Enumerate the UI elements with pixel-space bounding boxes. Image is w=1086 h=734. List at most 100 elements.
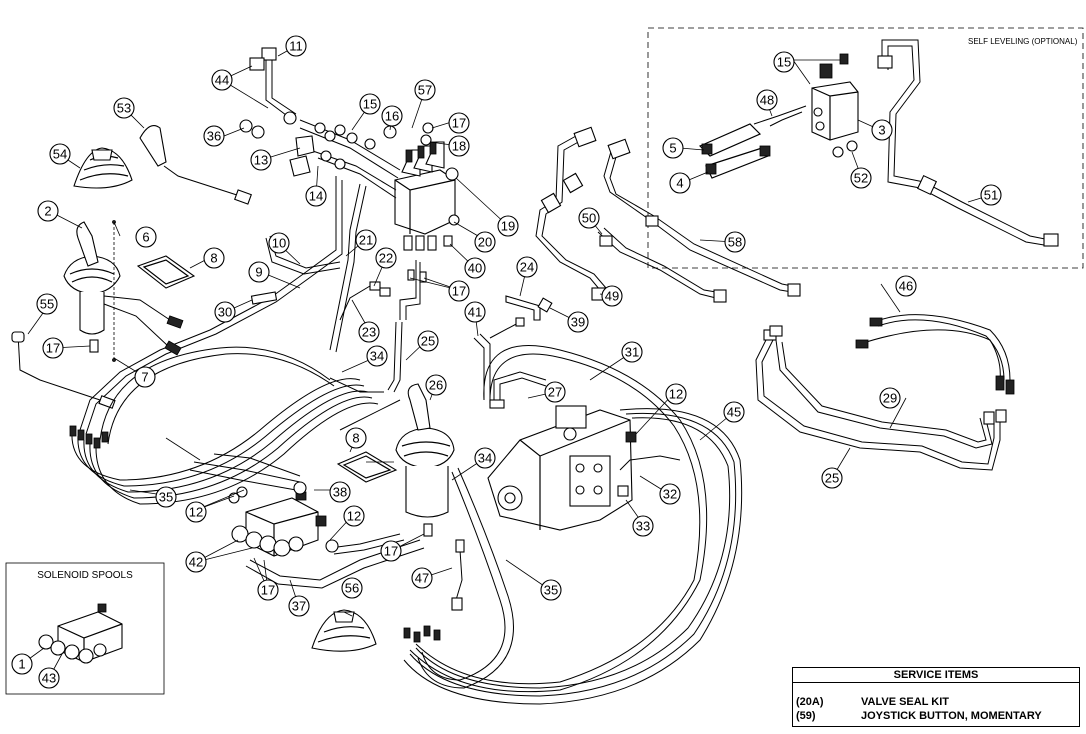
svg-text:2: 2 [44,204,51,219]
callout: 12 [665,383,687,405]
callout: 45 [723,401,745,423]
svg-text:24: 24 [520,260,534,275]
callout: 55 [36,293,58,315]
svg-text:39: 39 [571,315,585,330]
center-joystick [395,383,455,537]
callout: 51 [980,184,1002,206]
callout: 49 [601,285,623,307]
svg-text:43: 43 [42,671,56,686]
callout: 54 [49,143,71,165]
svg-text:29: 29 [883,391,897,406]
callout: 40 [464,257,486,279]
svg-text:30: 30 [218,305,232,320]
callout: 7 [134,366,156,388]
callout-balloons: 1 2 3 4 5 6 7 8 8 9 10 11 12 12 12 12 13… [11,35,1002,689]
callout: 52 [850,167,872,189]
callout: 42 [185,551,207,573]
callout: 47 [411,567,433,589]
svg-text:8: 8 [352,431,359,446]
svg-text:36: 36 [207,129,221,144]
left-joystick [63,221,121,335]
svg-text:12: 12 [189,505,203,520]
svg-text:17: 17 [261,583,275,598]
callout: 26 [425,374,447,396]
svg-text:47: 47 [415,571,429,586]
callout: 10 [268,232,290,254]
svg-text:8: 8 [210,251,217,266]
callout: 48 [756,89,778,111]
callout: 41 [464,301,486,323]
callout: 22 [375,247,397,269]
svg-text:12: 12 [347,509,361,524]
callout: 8 [203,247,225,269]
svg-text:35: 35 [544,583,558,598]
service-item-desc: JOYSTICK BUTTON, MOMENTARY [861,710,1042,722]
svg-text:5: 5 [669,141,676,156]
callout: 35 [155,486,177,508]
callout: 25 [821,467,843,489]
svg-text:34: 34 [478,451,492,466]
svg-text:22: 22 [379,251,393,266]
svg-text:35: 35 [159,490,173,505]
solenoid-spools-label: SOLENOID SPOOLS [37,570,133,581]
service-item-code: (59) [796,710,816,722]
svg-text:38: 38 [333,485,347,500]
svg-text:17: 17 [452,116,466,131]
svg-text:3: 3 [878,123,885,138]
callout: 15 [359,93,381,115]
callout: 31 [621,341,643,363]
self-leveling-inset-frame [647,27,1084,269]
svg-text:40: 40 [468,261,482,276]
svg-text:11: 11 [289,39,303,54]
svg-text:49: 49 [605,289,619,304]
service-items-title: SERVICE ITEMS [793,668,1079,683]
svg-text:4: 4 [676,176,683,191]
svg-text:12: 12 [669,387,683,402]
service-item-code: (20A) [796,696,824,708]
svg-text:34: 34 [370,349,384,364]
callout: 6 [135,226,157,248]
svg-text:25: 25 [825,471,839,486]
callout: 17 [448,112,470,134]
svg-text:56: 56 [345,581,359,596]
svg-text:20: 20 [478,235,492,250]
self-leveling-label: SELF LEVELING (OPTIONAL) [968,37,1078,46]
callout: 8 [345,427,367,449]
svg-text:57: 57 [418,83,432,98]
callout: 35 [540,579,562,601]
callout: 17 [448,280,470,302]
callout: 18 [448,135,470,157]
callout: 58 [724,231,746,253]
callout: 25 [417,330,439,352]
svg-text:13: 13 [254,153,268,168]
callout: 12 [185,501,207,523]
callout: 32 [659,483,681,505]
callout: 27 [544,381,566,403]
svg-text:33: 33 [636,519,650,534]
hydraulic-pump [487,405,637,531]
svg-text:15: 15 [363,97,377,112]
svg-text:7: 7 [141,370,148,385]
svg-text:26: 26 [429,378,443,393]
solenoid-spools-inset-frame [5,562,165,695]
callout: 29 [879,387,901,409]
callout: 23 [358,321,380,343]
callout: 56 [341,577,363,599]
svg-text:21: 21 [359,233,373,248]
callout: 20 [474,231,496,253]
callout: 44 [211,69,233,91]
callout: 17 [380,540,402,562]
svg-text:46: 46 [899,279,913,294]
svg-text:17: 17 [452,284,466,299]
svg-text:19: 19 [501,219,515,234]
svg-text:42: 42 [189,555,203,570]
svg-text:17: 17 [384,544,398,559]
svg-text:17: 17 [46,341,60,356]
svg-text:50: 50 [582,211,596,226]
callout: 2 [37,200,59,222]
callout: 53 [113,97,135,119]
svg-text:52: 52 [854,171,868,186]
callout: 14 [305,185,327,207]
callout: 37 [288,595,310,617]
